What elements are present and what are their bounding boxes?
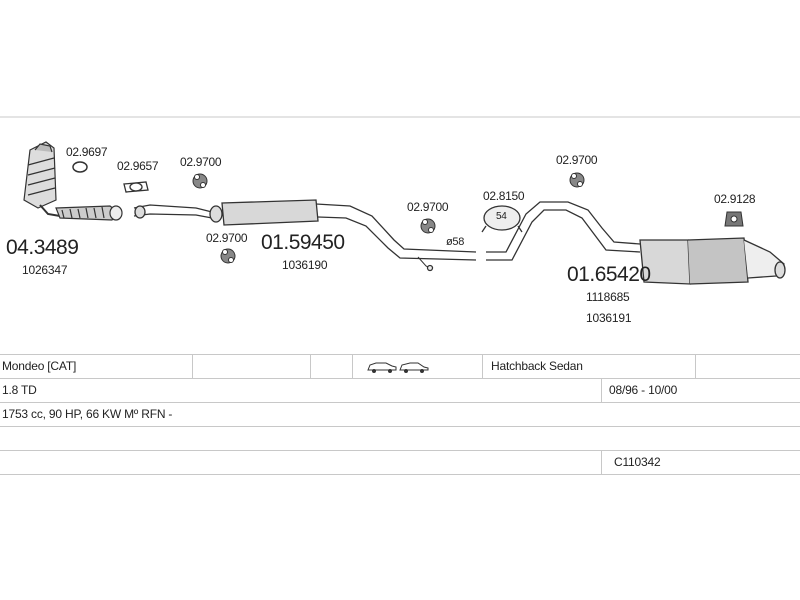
hanger-b [220, 248, 236, 264]
table-row-engine: 1.8 TD 08/96 - 10/00 [0, 379, 800, 403]
rear-silencer-ref-2: 1036191 [586, 311, 632, 325]
rear-silencer-ref-1: 1118685 [586, 290, 630, 304]
period-cell: 08/96 - 10/00 [609, 383, 678, 397]
catalyst-ref: 1026347 [22, 263, 68, 277]
catalyst-code: 04.3489 [6, 236, 79, 259]
front-pipe-code: 01.59450 [261, 231, 345, 254]
hanger-d [569, 172, 585, 188]
mount-code: 02.8150 [483, 189, 525, 203]
vehicle-info-table: Mondeo [CAT] Hatchback Sedan 1.8 TD 08/9… [0, 354, 800, 475]
table-row-empty [0, 427, 800, 451]
rear-silencer-code: 01.65420 [567, 263, 651, 286]
table-row-specs: 1753 cc, 90 HP, 66 KW Mº RFN - [0, 403, 800, 427]
gasket-code: 02.9697 [66, 145, 108, 159]
clamp-part [123, 181, 149, 193]
rear-pipe-part [486, 201, 786, 285]
hanger-a [192, 173, 208, 189]
rubber-code: 02.9128 [714, 192, 756, 206]
hanger-c [420, 218, 436, 234]
table-row-catalog: C110342 [0, 451, 800, 475]
rubber-part [724, 211, 744, 227]
hanger-a-code: 02.9700 [180, 155, 222, 169]
catalyst-part [23, 141, 123, 221]
clamp-code: 02.9657 [117, 159, 159, 173]
table-row-model: Mondeo [CAT] Hatchback Sedan [0, 354, 800, 379]
hanger-d-code: 02.9700 [556, 153, 598, 167]
pipe-diameter: ø58 [446, 236, 465, 248]
hanger-c-code: 02.9700 [407, 200, 449, 214]
specs-cell: 1753 cc, 90 HP, 66 KW Mº RFN - [2, 407, 173, 421]
gasket-ring [72, 161, 88, 173]
front-pipe-part [133, 199, 477, 272]
catalog-number-cell: C110342 [614, 455, 661, 469]
car-body-icon [366, 359, 430, 380]
hanger-b-code: 02.9700 [206, 231, 248, 245]
body-type-cell: Hatchback Sedan [491, 359, 583, 373]
engine-cell: 1.8 TD [2, 383, 37, 397]
model-cell: Mondeo [CAT] [2, 359, 77, 373]
mount-size: 54 [496, 211, 507, 222]
front-pipe-ref: 1036190 [282, 258, 328, 272]
